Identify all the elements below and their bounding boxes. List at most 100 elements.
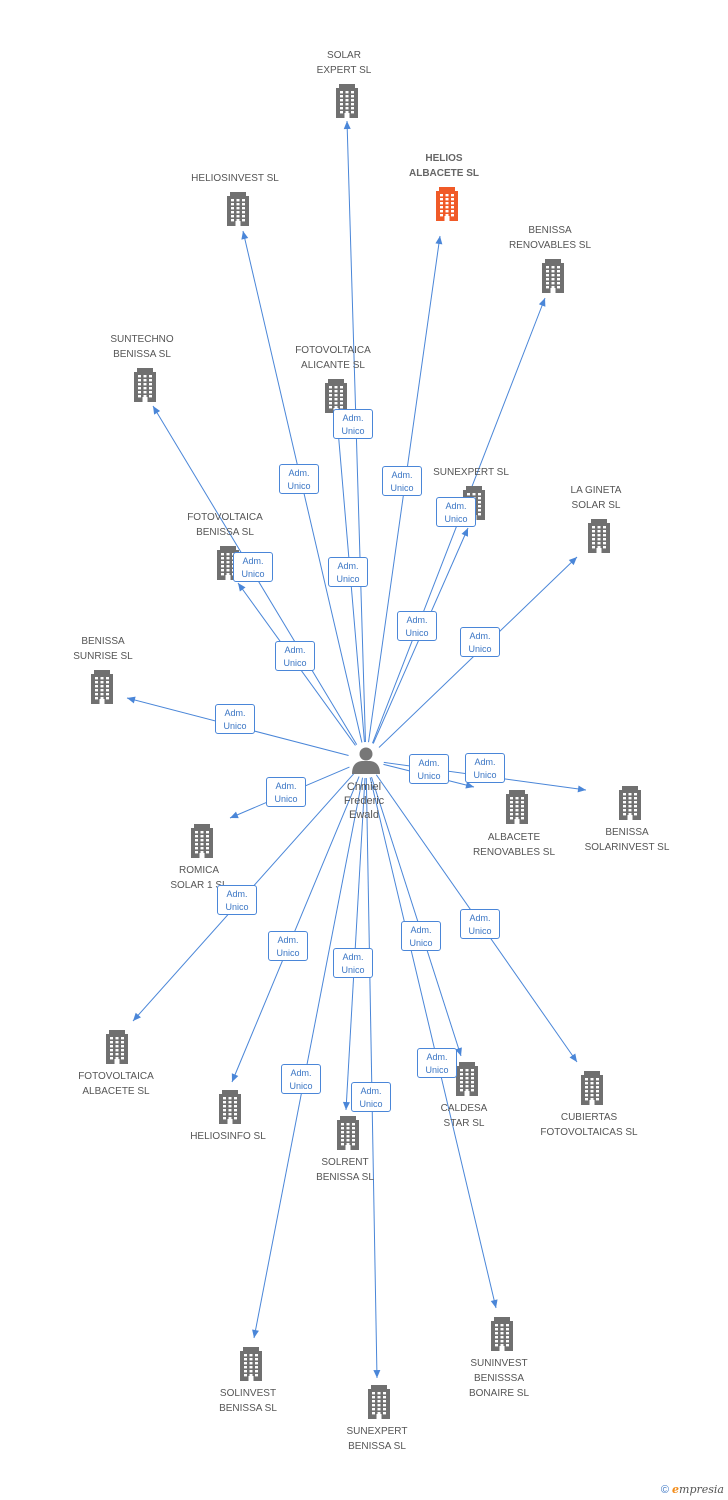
building-icon[interactable] — [191, 824, 213, 858]
company-label-line: HELIOSINFO SL — [190, 1131, 266, 1142]
edge-arrowhead — [343, 121, 351, 130]
building-window — [628, 801, 632, 804]
building-window — [334, 386, 338, 389]
building-icon[interactable] — [134, 368, 156, 402]
building-window — [628, 813, 632, 816]
building-icon[interactable] — [619, 786, 641, 820]
edge-arrowhead — [238, 583, 246, 592]
edge-role-badge: Adm.Unico — [217, 885, 257, 915]
building-icon[interactable] — [456, 1062, 478, 1096]
person-name[interactable]: Chmiel Frederic Ewald — [304, 780, 424, 822]
company-label-line: ROMICA — [179, 865, 219, 876]
building-window — [451, 194, 454, 197]
building-window — [603, 534, 606, 537]
building-icon[interactable] — [325, 379, 347, 413]
building-window — [597, 538, 601, 541]
building-icon[interactable] — [436, 187, 458, 221]
company-label-heliosinfo-sl[interactable]: HELIOSINFO SL — [153, 1129, 303, 1144]
company-label-line: FOTOVOLTAICA — [187, 512, 263, 523]
building-icon[interactable] — [506, 790, 528, 824]
building-roof — [194, 824, 210, 828]
building-icon[interactable] — [588, 519, 610, 553]
building-icon[interactable] — [542, 259, 564, 293]
edge-role-text: Unico — [425, 1065, 449, 1075]
company-label-line: RENOVABLES SL — [472, 847, 556, 858]
building-window — [472, 493, 476, 496]
building-window — [592, 538, 595, 541]
building-window — [521, 813, 524, 816]
building-icon[interactable] — [106, 1030, 128, 1064]
building-window — [596, 1094, 599, 1097]
building-window — [585, 1078, 588, 1081]
building-window — [590, 1082, 594, 1085]
company-label-line: SOLAR — [327, 50, 361, 61]
building-window — [231, 203, 234, 206]
building-window — [236, 203, 240, 206]
building-window — [506, 1340, 509, 1343]
edge-role-badge: Adm.Unico — [281, 1064, 321, 1094]
building-icon[interactable] — [227, 192, 249, 226]
building-window — [121, 1045, 124, 1048]
building-icon[interactable] — [337, 1116, 359, 1150]
building-window — [249, 1362, 253, 1365]
building-window — [340, 111, 343, 114]
building-window — [510, 805, 513, 808]
building-icon[interactable] — [336, 84, 358, 118]
building-window — [510, 817, 513, 820]
company-label-heliosinvest-sl[interactable]: HELIOSINVEST SL — [160, 171, 310, 186]
building-window — [377, 1400, 381, 1403]
building-window — [596, 1090, 599, 1093]
building-window — [521, 809, 524, 812]
building-window — [234, 1113, 237, 1116]
building-icon[interactable] — [91, 670, 113, 704]
company-label-sunexpert-sl[interactable]: SUNEXPERT SL — [396, 465, 546, 480]
edge-role-text: Adm. — [469, 913, 491, 923]
edge-role-badge: Adm.Unico — [268, 931, 308, 961]
edge-role-badge: Adm.Unico — [279, 464, 319, 494]
building-window — [195, 831, 198, 834]
building-window — [590, 1098, 594, 1101]
building-window — [377, 1396, 381, 1399]
building-window — [341, 1123, 344, 1126]
building-icon[interactable] — [219, 1090, 241, 1124]
company-label-line: BENISSA SL — [113, 349, 171, 360]
building-icon[interactable] — [368, 1385, 390, 1419]
building-icon[interactable] — [581, 1071, 603, 1105]
building-icon[interactable] — [240, 1347, 262, 1381]
building-window — [590, 1090, 594, 1093]
edge-arrowhead — [490, 1299, 498, 1308]
person-icon[interactable] — [352, 747, 380, 775]
edge-role-text: Unico — [405, 628, 429, 638]
building-window — [346, 1143, 350, 1146]
company-label-line: BENISSA — [528, 225, 572, 236]
building-icon[interactable] — [491, 1317, 513, 1351]
company-label-line: SOLARINVEST SL — [584, 842, 670, 853]
building-door — [248, 1376, 254, 1381]
empresia-logo[interactable]: empresia — [672, 1483, 724, 1496]
person-head — [359, 747, 373, 761]
edge-role-badge: Adm.Unico — [275, 641, 315, 671]
building-window — [515, 813, 519, 816]
edge-role-text: Adm. — [342, 413, 364, 423]
building-window — [249, 1374, 253, 1377]
edge-role-badge: Adm.Unico — [401, 921, 441, 951]
building-window — [465, 1085, 469, 1088]
